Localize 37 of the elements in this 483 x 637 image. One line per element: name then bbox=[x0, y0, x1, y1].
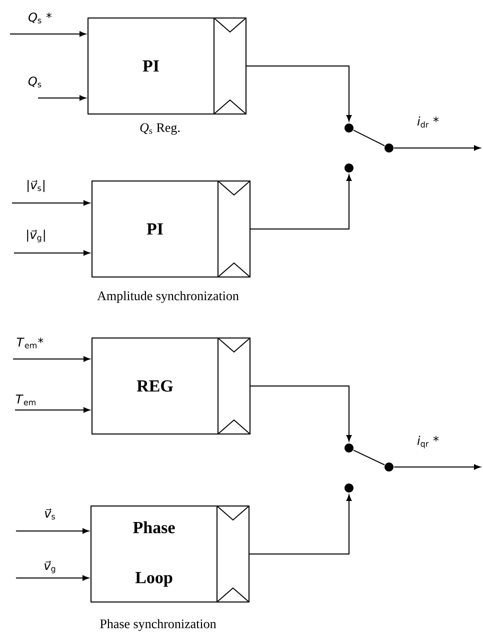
signal-label: v⃗$_{s}$ bbox=[44, 508, 55, 520]
contact-dot bbox=[344, 444, 354, 452]
block-label: Amplitude synchronization bbox=[97, 291, 239, 303]
contact-dot bbox=[384, 462, 394, 472]
arrow bbox=[16, 575, 89, 581]
signal-label: |v⃗$_{g}$| bbox=[27, 230, 45, 242]
contact-dot bbox=[344, 164, 354, 172]
arrow bbox=[12, 356, 90, 362]
block-label: Q$_{s}$ Reg. bbox=[140, 123, 180, 135]
block: PI bbox=[92, 180, 250, 278]
contact-dot bbox=[344, 484, 354, 492]
signal-label: v⃗$_{g}$ bbox=[44, 560, 56, 574]
block: REG bbox=[92, 338, 250, 434]
signal-label: Q$_{s}$ bbox=[28, 76, 42, 88]
signal-label: i$_{dr}$ * bbox=[417, 116, 439, 128]
arrow bbox=[12, 200, 90, 206]
arrow bbox=[394, 464, 480, 470]
signal-label: Q$_{s}$ * bbox=[28, 12, 52, 24]
arrow bbox=[246, 66, 352, 122]
arrow bbox=[38, 95, 86, 101]
block-label: Phase synchronization bbox=[100, 619, 216, 631]
block: Phase Loop bbox=[90, 506, 250, 602]
signal-label: T$_{em}$ bbox=[16, 394, 36, 406]
arrow bbox=[10, 31, 86, 37]
arrow bbox=[250, 174, 352, 230]
arrow bbox=[394, 145, 480, 151]
signal-label: T$_{em}$* bbox=[16, 338, 44, 348]
contact-dot bbox=[384, 144, 394, 152]
signal-label: i$_{qr}$ * bbox=[417, 436, 439, 448]
arrow bbox=[16, 528, 89, 534]
arrow bbox=[249, 494, 352, 554]
arrow bbox=[14, 407, 90, 413]
arrow bbox=[14, 250, 90, 256]
arrow bbox=[250, 386, 352, 442]
block: PI bbox=[88, 18, 246, 114]
signal-label: |v⃗$_{s}$| bbox=[28, 180, 44, 192]
contact-dot bbox=[344, 124, 354, 132]
